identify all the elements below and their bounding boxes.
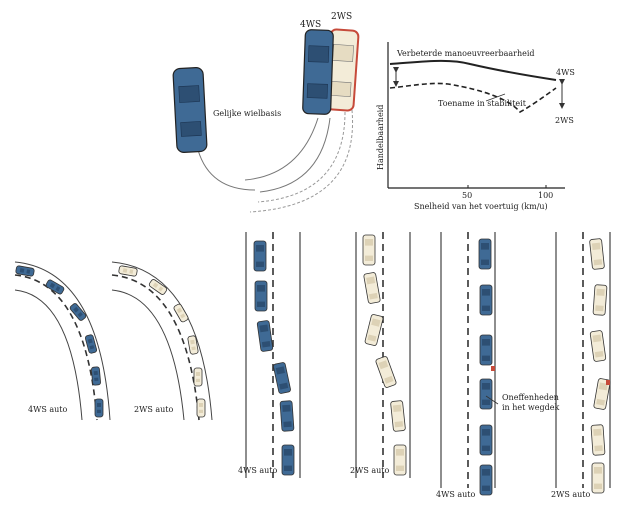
bump-marker-2 bbox=[606, 380, 610, 385]
car-4ws-curve-1 bbox=[15, 265, 35, 277]
label-improved-maneuverability: Verbeterde manoeuvreerbaarheid bbox=[396, 49, 535, 58]
tick-100-label: 100 bbox=[538, 191, 553, 200]
label-stability-increase: Toename in stabiliteit bbox=[438, 99, 527, 108]
car-4ws-lane-2 bbox=[254, 280, 268, 312]
car-2ws-bump-2 bbox=[592, 284, 608, 316]
car-4ws-lane-6 bbox=[281, 444, 295, 476]
car-4ws-curve-5 bbox=[91, 366, 101, 386]
car-4ws-bump-5 bbox=[479, 424, 493, 456]
road-2ws-curve-inner bbox=[111, 289, 185, 421]
bump-pointer bbox=[485, 395, 499, 405]
label-same-wheelbase: Gelijke wielbasis bbox=[213, 109, 281, 118]
tick-50-label: 50 bbox=[462, 191, 472, 200]
label-lane-2ws: 2WS auto bbox=[350, 466, 389, 475]
road-2ws-curve-center bbox=[111, 274, 200, 421]
turn-arc-4ws-outer bbox=[259, 117, 331, 193]
turn-arc-left bbox=[197, 149, 256, 191]
curve-4ws-line bbox=[389, 59, 557, 81]
car-2ws-top bbox=[324, 28, 360, 112]
car-4ws-bump-3 bbox=[479, 334, 493, 366]
car-2ws-curve-6 bbox=[196, 398, 206, 418]
car-4ws-top bbox=[302, 29, 334, 115]
car-4ws-curve-3 bbox=[69, 303, 87, 321]
car-4ws-bump-2 bbox=[479, 284, 493, 316]
car-4ws-curve-6 bbox=[94, 398, 104, 418]
lane-change-cars-2ws bbox=[362, 234, 407, 476]
label-curve-4ws: 4WS bbox=[556, 68, 575, 77]
car-4ws-lane-5 bbox=[279, 400, 295, 432]
lane-change-cars-4ws bbox=[253, 240, 295, 476]
axis-y-label: Handelbaarheid bbox=[376, 105, 385, 170]
label-curve-2ws: 2WS bbox=[555, 116, 574, 125]
turn-arc-2ws-inner bbox=[257, 111, 346, 203]
car-4ws-bump-1 bbox=[478, 238, 492, 270]
curve-cars-2ws bbox=[118, 265, 206, 418]
curve-cars-4ws bbox=[15, 265, 104, 418]
curved-road-scenarios: 4WS auto 2WS auto bbox=[14, 261, 213, 421]
car-2ws-curve-4 bbox=[187, 335, 199, 355]
car-4ws-lane-3 bbox=[256, 320, 274, 352]
handling-graph: Verbeterde manoeuvreerbaarheid Toename i… bbox=[376, 42, 575, 211]
car-2ws-bump-4 bbox=[593, 378, 611, 410]
car-2ws-lane-5 bbox=[390, 400, 406, 432]
car-2ws-lane-6 bbox=[393, 444, 407, 476]
car-4ws-lane-4 bbox=[273, 362, 291, 394]
car-2ws-lane-1 bbox=[362, 234, 376, 266]
turning-radius-illustration: 4WS 2WS Gelijke wielbasis bbox=[172, 12, 360, 213]
car-2ws-curve-5 bbox=[193, 367, 203, 387]
label-4ws-curve: 4WS auto bbox=[28, 405, 67, 414]
car-2ws-bump-6 bbox=[591, 462, 605, 494]
curve-2ws-line bbox=[389, 82, 557, 113]
turn-arc-2ws-outer bbox=[249, 109, 354, 213]
label-bumps-4ws: 4WS auto bbox=[436, 490, 475, 499]
bump-cars-2ws bbox=[589, 238, 611, 494]
label-2ws-top: 2WS bbox=[331, 12, 352, 22]
road-4ws-curve-outer bbox=[14, 261, 111, 421]
label-2ws-curve: 2WS auto bbox=[134, 405, 173, 414]
turn-arc-4ws-inner bbox=[244, 117, 319, 181]
car-4ws-lane-1 bbox=[253, 240, 267, 272]
label-lane-4ws: 4WS auto bbox=[238, 466, 277, 475]
road-4ws-curve-center bbox=[14, 274, 98, 421]
label-4ws-top: 4WS bbox=[300, 20, 321, 30]
label-road-irregularities-2: in het wegdek bbox=[502, 403, 559, 412]
car-2ws-curve-3 bbox=[173, 303, 189, 323]
car-4ws-curve-2 bbox=[45, 279, 65, 295]
bump-cars-4ws bbox=[478, 238, 493, 496]
car-2ws-lane-3 bbox=[364, 314, 384, 346]
car-2ws-curve-2 bbox=[148, 279, 168, 295]
car-2ws-bump-5 bbox=[590, 424, 606, 456]
axis-x-label: Snelheid van het voertuig (km/u) bbox=[414, 202, 548, 211]
car-4ws-bump-4 bbox=[479, 378, 493, 410]
car-left bbox=[172, 67, 208, 153]
pointer-stability bbox=[485, 93, 506, 102]
road-4ws-curve-inner bbox=[14, 289, 83, 421]
car-2ws-lane-4 bbox=[375, 356, 397, 388]
label-road-irregularities-1: Oneffenheden bbox=[502, 393, 559, 402]
label-bumps-2ws: 2WS auto bbox=[551, 490, 590, 499]
car-2ws-lane-2 bbox=[363, 272, 381, 304]
car-4ws-curve-4 bbox=[84, 334, 98, 354]
car-4ws-bump-6 bbox=[479, 464, 493, 496]
lane-scenarios: Oneffenheden in het wegdek 4WS auto 2WS … bbox=[238, 232, 611, 499]
car-2ws-bump-3 bbox=[589, 330, 607, 362]
car-2ws-bump-1 bbox=[589, 238, 605, 270]
car-2ws-curve-1 bbox=[118, 265, 138, 277]
bump-marker-1 bbox=[491, 366, 495, 371]
